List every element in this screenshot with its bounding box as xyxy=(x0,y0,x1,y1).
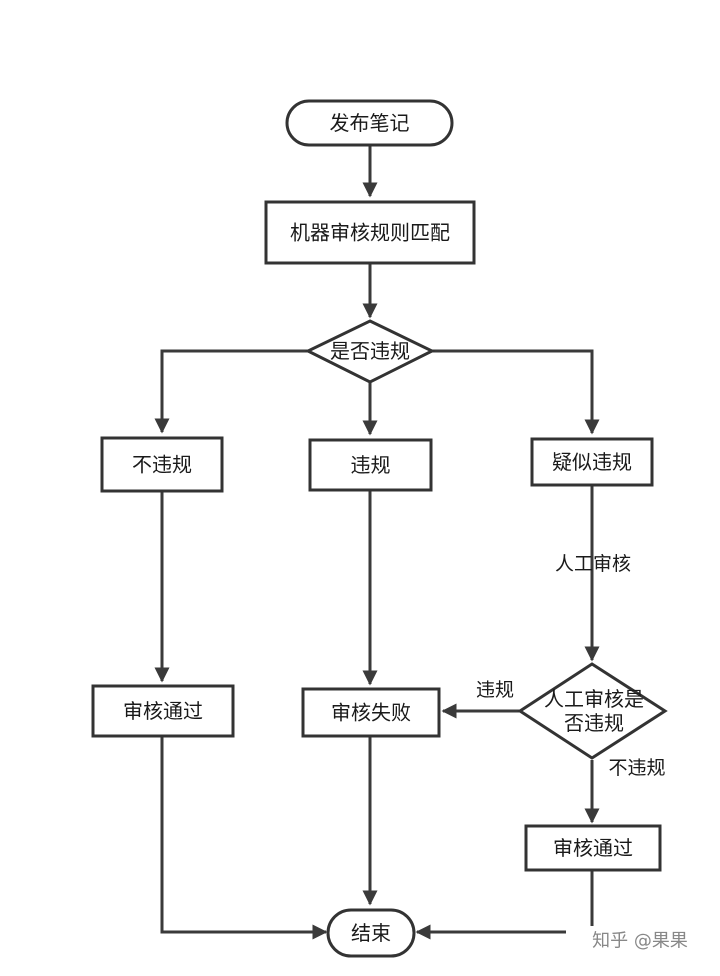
start-node: 发布笔记 xyxy=(285,99,454,147)
manual-decision-label-line2: 否违规 xyxy=(564,711,624,735)
edge-label-not-violation: 不违规 xyxy=(608,757,665,779)
violation-label: 违规 xyxy=(351,453,391,477)
end-label: 结束 xyxy=(351,921,391,945)
pass-right-node: 审核通过 xyxy=(524,824,662,872)
not-violation-label: 不违规 xyxy=(132,453,192,477)
pass-left-node: 审核通过 xyxy=(91,684,235,738)
edge-pass-right-to-end xyxy=(415,870,594,940)
violation-decision-label: 是否违规 xyxy=(330,339,410,363)
pass-left-label: 审核通过 xyxy=(123,699,203,723)
edge-pass-left-to-end xyxy=(160,736,328,940)
start-label: 发布笔记 xyxy=(330,111,410,135)
violation-node: 违规 xyxy=(308,438,433,492)
suspected-violation-label: 疑似违规 xyxy=(552,450,632,474)
fail-label: 审核失败 xyxy=(331,701,411,725)
manual-decision-label-line1: 人工审核是 xyxy=(544,687,644,711)
edge-decision-to-suspected xyxy=(432,349,600,435)
machine-review-label: 机器审核规则匹配 xyxy=(290,221,450,245)
watermark-text: 知乎 @果果 xyxy=(592,931,688,952)
not-violation-node: 不违规 xyxy=(100,436,224,493)
edge-decision-to-not-violation xyxy=(154,349,308,434)
suspected-violation-node: 疑似违规 xyxy=(530,437,654,487)
machine-review-node: 机器审核规则匹配 xyxy=(264,200,476,265)
edge-label-violation: 违规 xyxy=(476,679,514,701)
pass-right-label: 审核通过 xyxy=(553,836,633,860)
watermark-backdrop xyxy=(566,926,712,956)
end-node: 结束 xyxy=(326,908,416,958)
violation-decision-node: 是否违规 xyxy=(304,319,436,384)
manual-decision-node: 人工审核是 否违规 xyxy=(517,662,668,760)
fail-node: 审核失败 xyxy=(301,687,441,738)
edge-label-manual-review: 人工审核 xyxy=(555,553,631,575)
